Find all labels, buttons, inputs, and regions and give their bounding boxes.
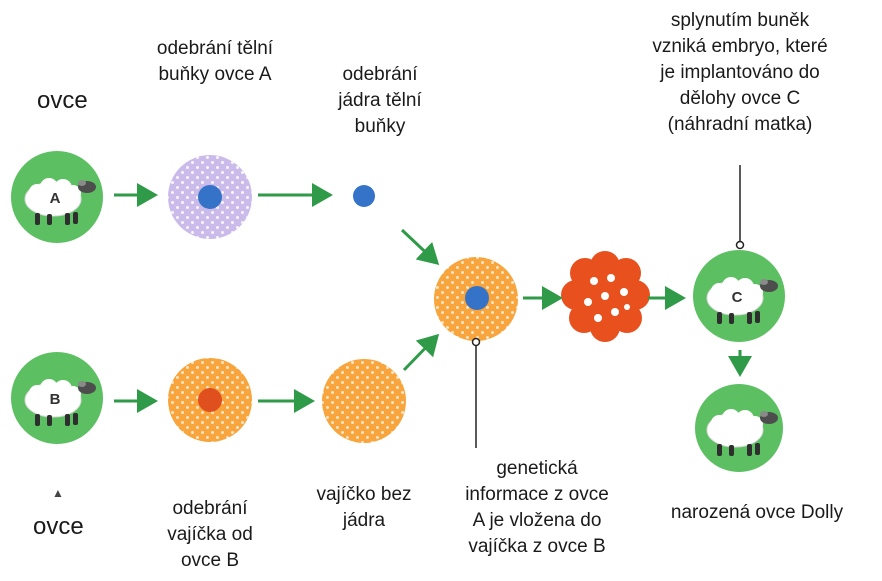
step-genetic-line-1: genetická — [496, 458, 578, 479]
sheep-a: A — [11, 151, 103, 243]
step-egg-line-3: ovce B — [180, 550, 240, 571]
body-cell — [168, 155, 252, 239]
step-genetic-line-3: A je vložena do — [472, 510, 602, 531]
dolly-sheep — [695, 384, 783, 472]
sheep-b-group-label: ovce — [33, 513, 84, 540]
arrows — [114, 183, 752, 413]
sheep-a-letter: A — [50, 190, 61, 207]
callout-lines — [471, 165, 745, 448]
sheep-b-letter: B — [50, 391, 61, 408]
result-label: narozená ovce Dolly — [670, 502, 844, 523]
step-genetic-line-2: informace z ovce — [465, 484, 609, 505]
step-embryo-line-3: je implantováno do — [660, 62, 820, 83]
step-body-cell-line-1: odebrání tělní — [156, 38, 274, 59]
step-nucleus-line-2: jádra tělní — [338, 90, 422, 111]
embryo — [561, 251, 650, 342]
step-genetic-line-4: vajíčka z ovce B — [468, 536, 606, 557]
sheep-c: C — [693, 250, 785, 342]
arrow-nucleus-to-fused — [400, 228, 440, 266]
step-nucleus-label: odebrání jádra tělní buňky — [320, 62, 440, 140]
egg-cell — [168, 358, 252, 442]
arrow-empty-egg-to-fused — [402, 333, 440, 372]
step-nucleus-line-1: odebrání — [342, 64, 418, 85]
fused-cell — [434, 257, 518, 341]
step-egg-label: odebrání vajíčka od ovce B — [140, 496, 280, 574]
sheep-a-group-label: ovce — [37, 87, 88, 114]
step-embryo-line-5: (náhradní matka) — [667, 114, 813, 135]
triangle-marker: ▲ — [52, 486, 64, 500]
egg-cell-nucleus — [198, 388, 222, 412]
step-egg-no-nucleus-line-2: jádra — [342, 510, 386, 531]
step-egg-no-nucleus-label: vajíčko bez jádra — [298, 482, 430, 534]
step-embryo-line-2: vzniká embryo, které — [652, 36, 828, 57]
sheep-c-letter: C — [732, 289, 743, 306]
fused-cell-nucleus — [465, 286, 489, 310]
step-body-cell-line-2: buňky ovce A — [158, 64, 272, 85]
step-embryo-label: splynutím buněk vzniká embryo, které je … — [628, 8, 852, 138]
step-nucleus-line-3: buňky — [354, 116, 406, 137]
step-body-cell-label: odebrání tělní buňky ovce A — [140, 36, 290, 88]
step-egg-no-nucleus-line-1: vajíčko bez — [316, 484, 412, 505]
sheep-b: B — [11, 352, 103, 444]
body-cell-nucleus — [198, 185, 222, 209]
step-embryo-line-1: splynutím buněk — [670, 10, 810, 31]
step-genetic-label: genetická informace z ovce A je vložena … — [448, 456, 626, 560]
step-embryo-line-4: dělohy ovce C — [679, 88, 801, 109]
step-egg-line-1: odebrání — [172, 498, 248, 519]
step-egg-line-2: vajíčka od — [167, 524, 253, 545]
egg-without-nucleus — [322, 359, 406, 443]
extracted-nucleus — [353, 185, 375, 207]
